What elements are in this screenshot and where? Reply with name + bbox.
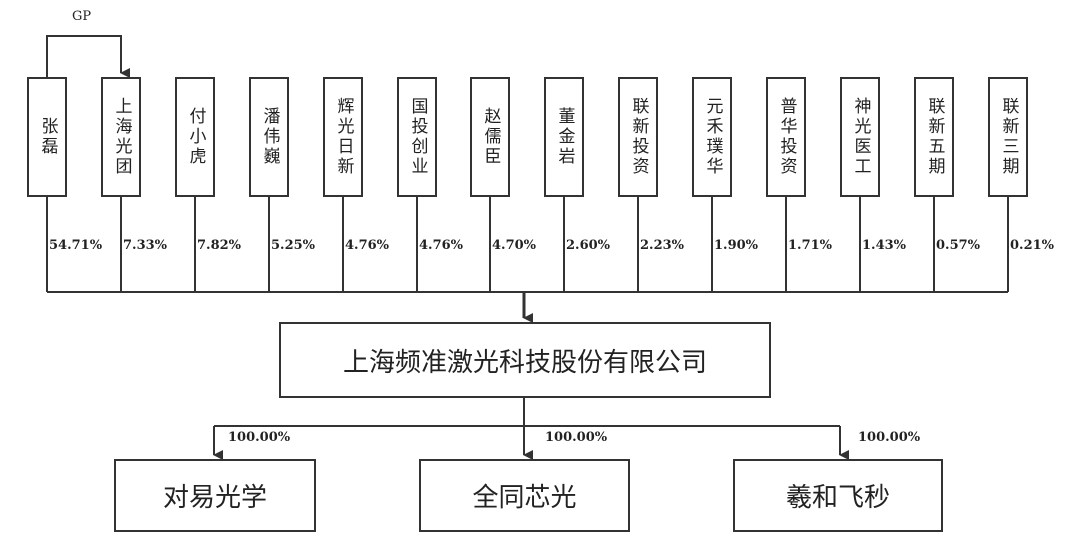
- shareholder-name: 联新三期: [998, 97, 1019, 177]
- shareholder-box: 潘伟巍: [249, 77, 289, 197]
- shareholder-pct: 4.70%: [492, 238, 537, 253]
- subsidiary-box: 对易光学: [114, 459, 316, 532]
- shareholder-box: 付小虎: [175, 77, 215, 197]
- gp-label: GP: [72, 9, 92, 24]
- shareholder-box: 国投创业: [397, 77, 437, 197]
- shareholder-name: 张磊: [37, 117, 58, 157]
- subsidiary-box: 羲和飞秒: [733, 459, 943, 532]
- shareholder-box: 张磊: [27, 77, 67, 197]
- shareholder-pct: 7.33%: [123, 238, 168, 253]
- shareholder-pct: 4.76%: [419, 238, 464, 253]
- shareholder-name: 董金岩: [554, 107, 575, 167]
- company-box: 上海频准激光科技股份有限公司: [279, 322, 771, 398]
- shareholder-box: 辉光日新: [323, 77, 363, 197]
- shareholder-box: 联新五期: [914, 77, 954, 197]
- subsidiary-name: 羲和飞秒: [785, 483, 890, 513]
- shareholder-box: 联新三期: [988, 77, 1028, 197]
- shareholder-pct: 5.25%: [271, 238, 316, 253]
- shareholder-box: 元禾璞华: [692, 77, 732, 197]
- shareholder-name: 联新五期: [924, 97, 945, 177]
- shareholder-pct: 1.71%: [788, 238, 833, 253]
- shareholder-name: 联新投资: [628, 97, 649, 177]
- subsidiary-pct: 100.00%: [545, 430, 608, 445]
- shareholder-pct: 1.43%: [862, 238, 907, 253]
- subsidiary-name: 对易光学: [162, 483, 267, 513]
- subsidiary-pct: 100.00%: [858, 430, 921, 445]
- gp-arrow: [46, 35, 130, 78]
- subsidiary-name: 全同芯光: [472, 483, 577, 513]
- shareholder-pct: 1.90%: [714, 238, 759, 253]
- shareholder-box: 董金岩: [544, 77, 584, 197]
- shareholder-box: 普华投资: [766, 77, 806, 197]
- shareholder-name: 付小虎: [185, 107, 206, 167]
- shareholder-pct: 2.60%: [566, 238, 611, 253]
- shareholder-name: 潘伟巍: [259, 107, 280, 167]
- shareholder-name: 普华投资: [776, 97, 797, 177]
- shareholder-pct: 4.76%: [345, 238, 390, 253]
- shareholder-box: 神光医工: [840, 77, 880, 197]
- shareholder-pct: 0.21%: [1010, 238, 1055, 253]
- shareholder-pct: 54.71%: [49, 238, 103, 253]
- shareholder-box: 上海光团: [101, 77, 141, 197]
- shareholder-name: 神光医工: [850, 97, 871, 177]
- shareholder-name: 国投创业: [407, 97, 428, 177]
- subsidiary-box: 全同芯光: [419, 459, 630, 532]
- shareholder-pct: 7.82%: [197, 238, 242, 253]
- company-name: 上海频准激光科技股份有限公司: [342, 347, 707, 378]
- shareholder-pct: 2.23%: [640, 238, 685, 253]
- shareholder-box: 赵儒臣: [470, 77, 510, 197]
- shareholder-name: 元禾璞华: [702, 97, 723, 177]
- shareholder-name: 赵儒臣: [480, 107, 501, 167]
- subsidiary-pct: 100.00%: [228, 430, 291, 445]
- shareholder-name: 辉光日新: [333, 97, 354, 177]
- shareholder-name: 上海光团: [111, 97, 132, 177]
- shareholder-pct: 0.57%: [936, 238, 981, 253]
- shareholder-box: 联新投资: [618, 77, 658, 197]
